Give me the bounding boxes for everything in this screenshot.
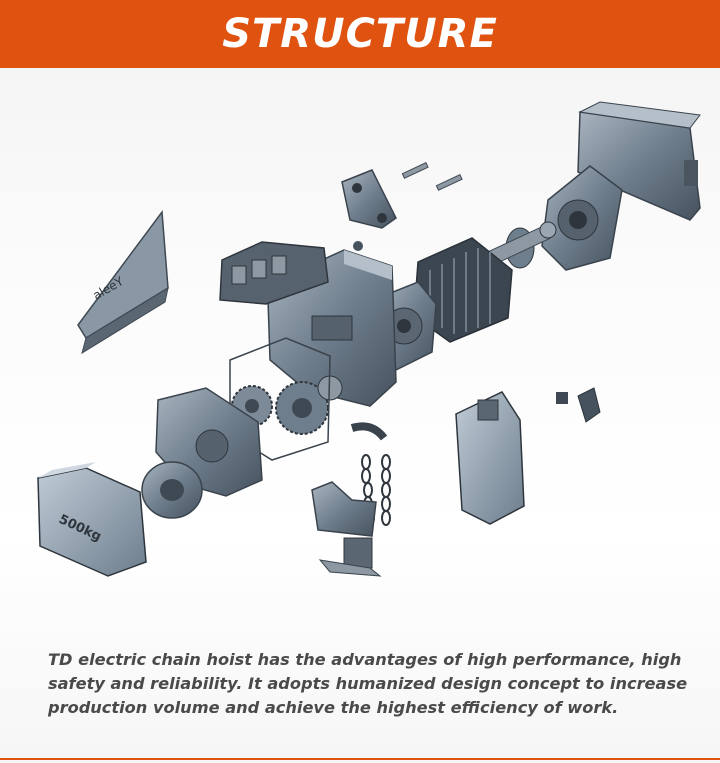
bottom-divider bbox=[0, 758, 720, 760]
motor-stator-part bbox=[413, 237, 513, 343]
nameplate-part: aleeY bbox=[77, 209, 169, 355]
page-title: STRUCTURE bbox=[222, 11, 498, 57]
limit-switch-part bbox=[318, 537, 382, 577]
chain-box-part bbox=[455, 391, 525, 525]
gearbox-end-cover-part: 500kg bbox=[37, 462, 147, 577]
description-text: TD electric chain hoist has the advantag… bbox=[48, 650, 688, 717]
motor-rotor-part bbox=[479, 221, 557, 269]
motor-flange-part bbox=[541, 165, 623, 271]
flywheel-part bbox=[141, 461, 203, 519]
control-board-part bbox=[219, 241, 329, 305]
exploded-hoist-diagram: aleeY bbox=[37, 101, 701, 577]
load-chain-part bbox=[350, 422, 391, 526]
chain-guide-part bbox=[311, 481, 377, 537]
bolts-part bbox=[353, 162, 463, 251]
motor-cover-part bbox=[577, 101, 701, 221]
header-banner: STRUCTURE bbox=[0, 0, 720, 68]
gear-set-part bbox=[231, 375, 343, 435]
connector-part bbox=[556, 387, 601, 423]
mounting-bracket-part bbox=[341, 169, 397, 229]
